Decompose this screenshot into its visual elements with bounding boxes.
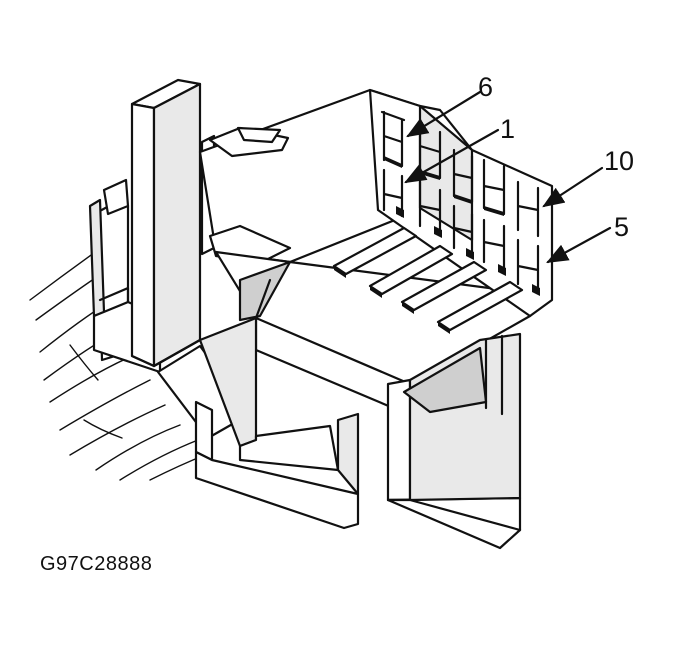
callout-1: 1 bbox=[500, 114, 515, 144]
callout-6: 6 bbox=[478, 72, 493, 102]
terminal-cavities bbox=[380, 110, 540, 296]
figure-caption: G97C28888 bbox=[40, 553, 153, 575]
callouts: 6 1 10 5 bbox=[404, 72, 634, 264]
callout-10: 10 bbox=[604, 146, 634, 176]
locking-legs bbox=[194, 332, 522, 550]
callout-5: 5 bbox=[614, 212, 629, 242]
wire-harness bbox=[29, 239, 206, 481]
terminal-slots bbox=[332, 226, 524, 334]
